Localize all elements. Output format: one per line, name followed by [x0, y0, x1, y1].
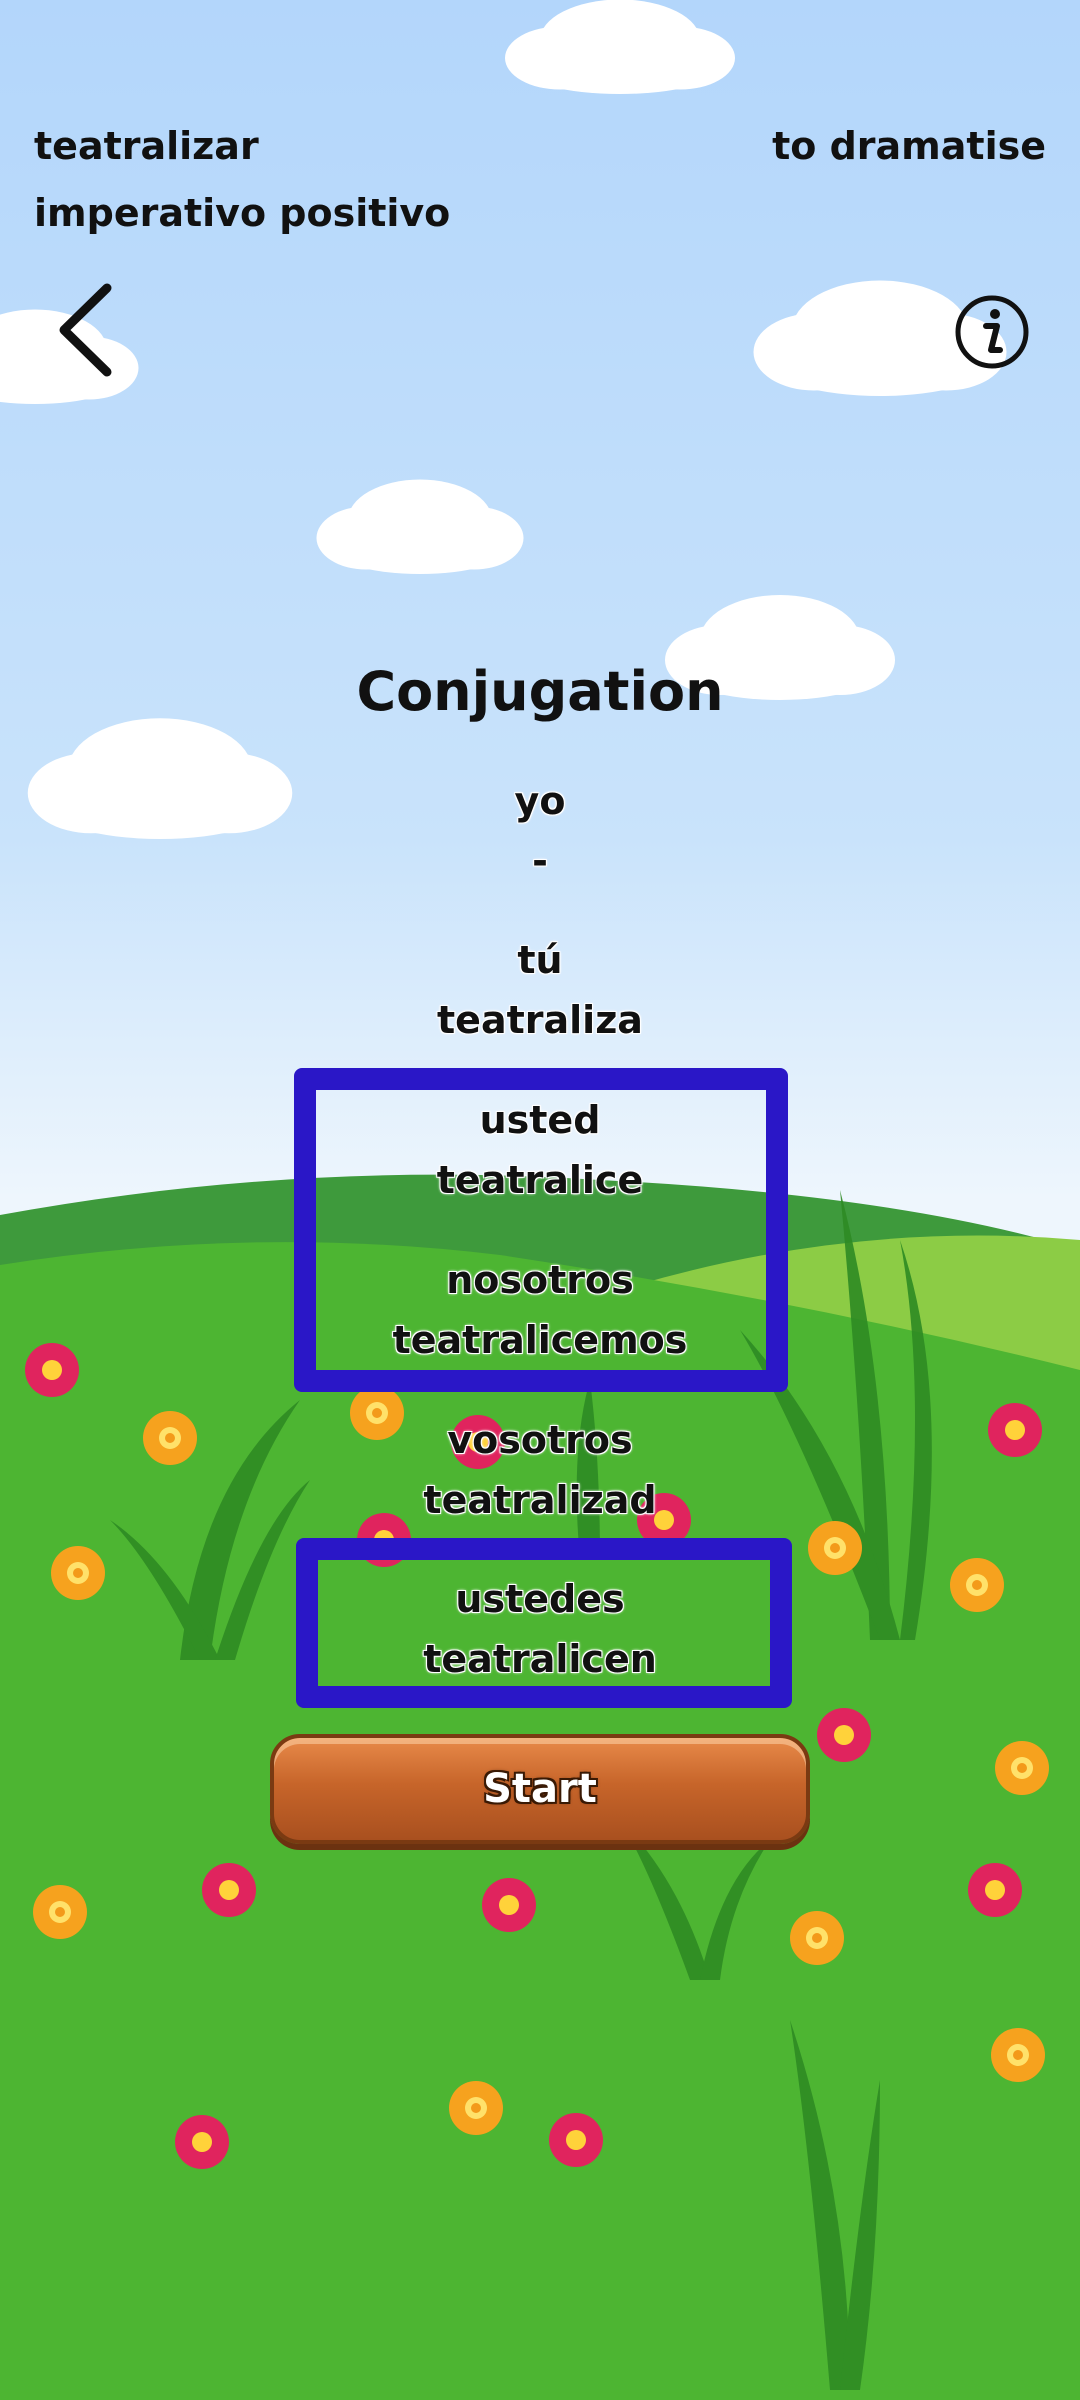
orange-flower [449, 2081, 503, 2135]
chevron-left-icon [59, 283, 112, 377]
conjugation-row-ustedes: ustedes teatralicen [0, 1569, 1080, 1689]
verb-form: teatralice [436, 1158, 644, 1202]
conjugation-row-tu: tú teatraliza [0, 930, 1080, 1050]
verb-form: teatralicemos [392, 1318, 688, 1362]
cloud [505, 0, 735, 94]
verb-translation: to dramatise [772, 124, 1046, 168]
tense-label: imperativo positivo [34, 191, 451, 235]
pronoun-label: nosotros [446, 1258, 634, 1302]
page-title: Conjugation [356, 660, 724, 723]
orange-flower [991, 2028, 1045, 2082]
red-flower [817, 1708, 871, 1762]
pronoun-label: ustedes [455, 1577, 625, 1621]
pronoun-label: vosotros [447, 1418, 633, 1462]
pronoun-label: tú [517, 938, 563, 982]
conjugation-row-usted: usted teatralice [0, 1090, 1080, 1210]
red-flower [175, 2115, 229, 2169]
conjugation-row-nosotros: nosotros teatralicemos [0, 1250, 1080, 1370]
red-flower [482, 1878, 536, 1932]
red-flower [968, 1863, 1022, 1917]
orange-flower [33, 1885, 87, 1939]
verb-form: teatralicen [423, 1637, 657, 1681]
info-button[interactable] [950, 290, 1034, 374]
verb-form: teatralizad [423, 1478, 657, 1522]
red-flower [549, 2113, 603, 2167]
highlight-box [296, 1538, 792, 1708]
pronoun-label: yo [514, 779, 566, 823]
orange-flower [995, 1741, 1049, 1795]
orange-flower [790, 1911, 844, 1965]
back-button[interactable] [52, 280, 132, 380]
start-button-label: Start [483, 1766, 597, 1812]
conjugation-row-yo: yo - [0, 771, 1080, 891]
verb-form: - [532, 839, 548, 883]
conjugation-row-vosotros: vosotros teatralizad [0, 1410, 1080, 1530]
info-icon [955, 295, 1029, 369]
verb-infinitive: teatralizar [34, 124, 259, 168]
red-flower [202, 1863, 256, 1917]
verb-form: teatraliza [437, 998, 643, 1042]
highlight-box [294, 1068, 788, 1392]
start-button[interactable]: Start [270, 1734, 810, 1844]
cloud [316, 479, 524, 574]
pronoun-label: usted [479, 1098, 601, 1142]
